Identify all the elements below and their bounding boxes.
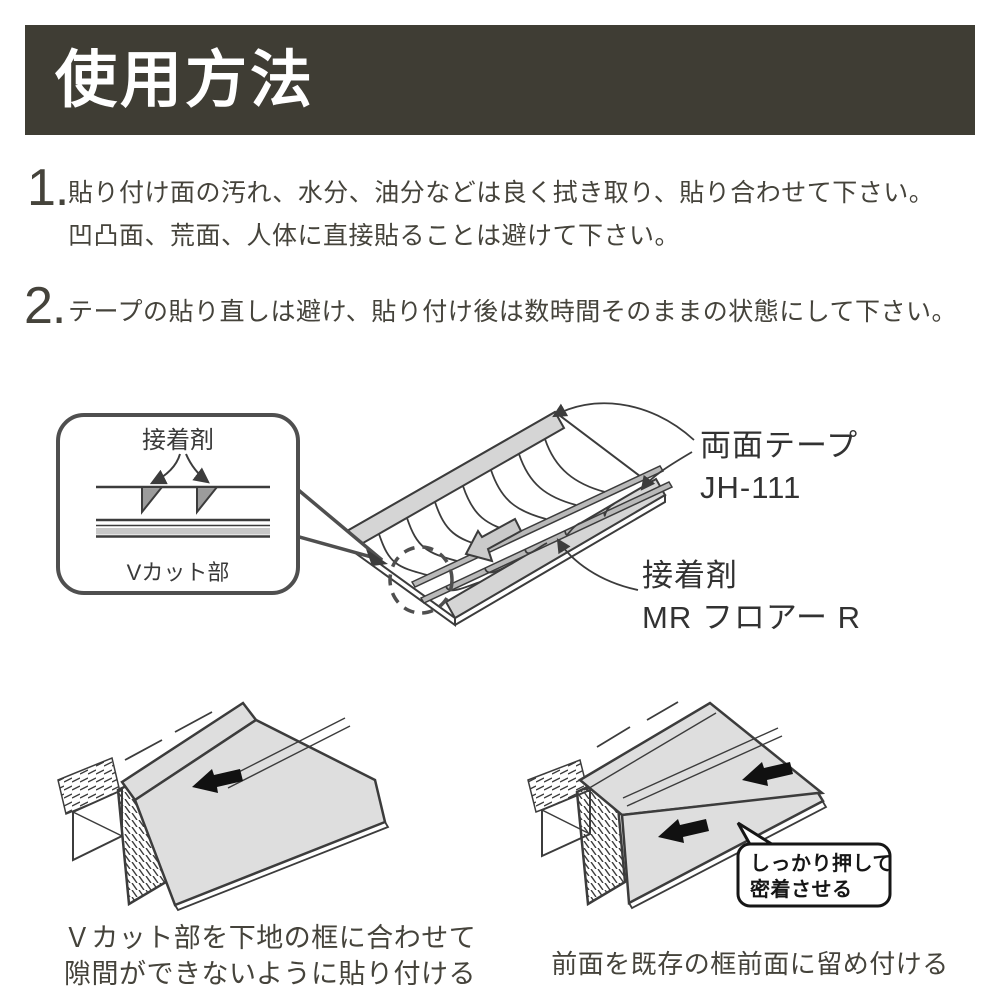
callout-vcut-label: Vカット部 bbox=[127, 560, 230, 585]
callout-adhesive-label: 接着剤 bbox=[142, 427, 214, 454]
press-arrow-front bbox=[658, 819, 709, 843]
press-arrow-top bbox=[742, 762, 793, 786]
vcut-highlight-circle bbox=[388, 545, 454, 615]
caption-left-line2: 隙間ができないように貼り付ける bbox=[64, 959, 476, 989]
speech-bubble: しっかり押して 密着させる bbox=[736, 821, 893, 908]
cover-sheet bbox=[120, 701, 390, 912]
bubble-line2: 密着させる bbox=[750, 877, 853, 901]
step-2-number: 2. bbox=[24, 277, 66, 335]
tape-label-line2: JH-111 bbox=[700, 470, 801, 505]
header-bar: 使用方法 bbox=[25, 25, 975, 135]
panel-3d-view bbox=[338, 410, 674, 627]
step-1-number: 1. bbox=[27, 159, 69, 217]
vcut-notch-right bbox=[196, 486, 220, 515]
caption-right: 前面を既存の框前面に留め付ける bbox=[520, 946, 980, 982]
vcut-notch-left bbox=[141, 486, 165, 515]
cover-sheet bbox=[577, 701, 828, 910]
vcut-callout: 接着剤 Vカット部 bbox=[56, 413, 388, 595]
vcut-tape-diagram: 接着剤 Vカット部 両面テープ JH-111 接着剤 MR フロアー R bbox=[56, 402, 861, 635]
flex-lines-lower bbox=[445, 503, 615, 592]
caption-left: Ｖカット部を下地の框に合わせて 隙間ができないように貼り付ける bbox=[40, 920, 500, 992]
diagram-labels: 両面テープ JH-111 接着剤 MR フロアー R bbox=[552, 402, 861, 635]
figure-right-front-fasten: しっかり押して 密着させる bbox=[527, 701, 893, 910]
caption-right-line1: 前面を既存の框前面に留め付ける bbox=[551, 949, 949, 979]
step-1-line-1: 貼り付け面の汚れ、水分、油分などは良く拭き取り、貼り合わせて下さい。 bbox=[68, 179, 935, 207]
tape-label-line1: 両面テープ bbox=[700, 428, 858, 463]
slide-arrow bbox=[464, 517, 523, 563]
press-arrow bbox=[192, 769, 243, 793]
figure-left-vcut-align bbox=[57, 701, 390, 912]
adhesive-label-line2: MR フロアー R bbox=[642, 600, 861, 635]
adhesive-label-line1: 接着剤 bbox=[642, 558, 738, 593]
bubble-line1: しっかり押して bbox=[750, 851, 893, 875]
step-1-line-2: 凹凸面、荒面、人体に直接貼ることは避けて下さい。 bbox=[68, 222, 681, 250]
page-title: 使用方法 bbox=[55, 46, 316, 115]
step-2-line-1: テープの貼り直しは避け、貼り付け後は数時間そのままの状態にして下さい。 bbox=[68, 298, 958, 326]
caption-left-line1: Ｖカット部を下地の框に合わせて bbox=[63, 923, 477, 953]
